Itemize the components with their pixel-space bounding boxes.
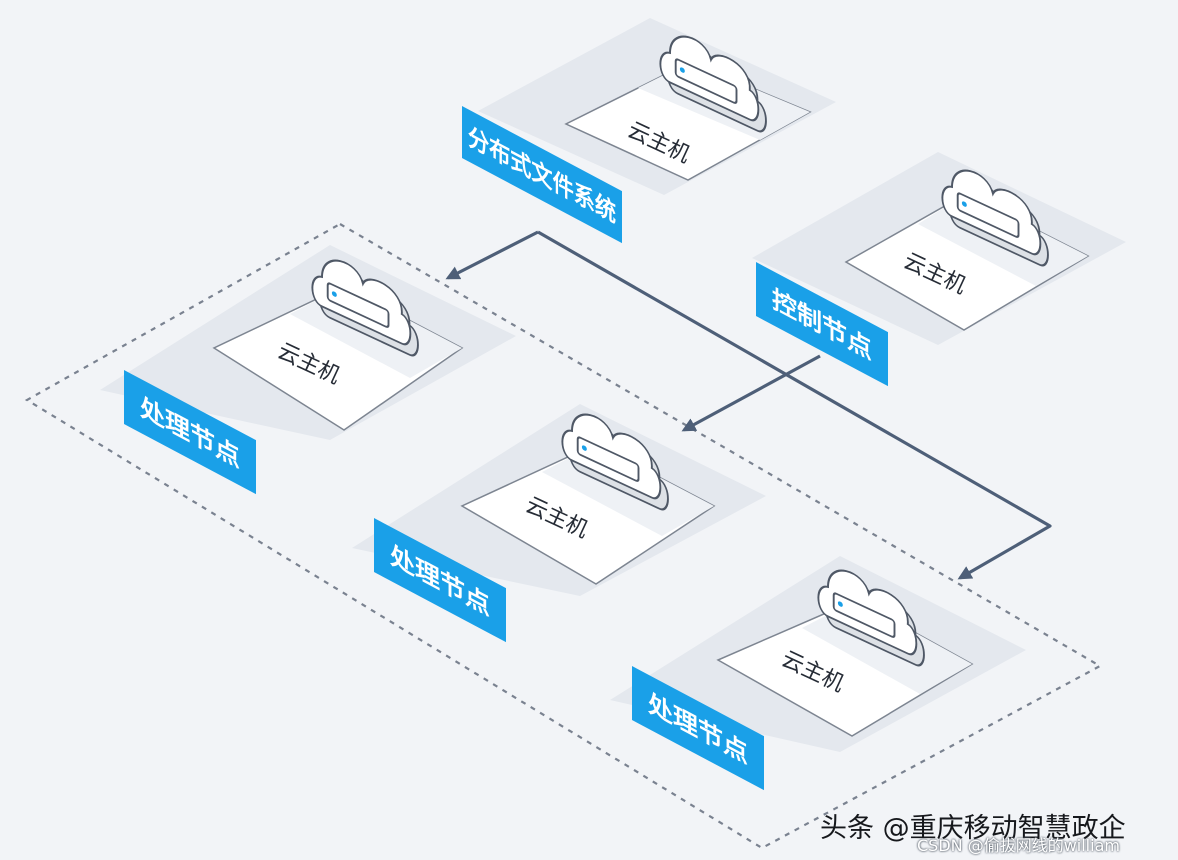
node-processing-2: 云主机 处理节点 <box>352 400 766 643</box>
processing-group-border <box>24 222 1103 850</box>
label-box <box>756 262 888 387</box>
watermark-toutiao: 头条 @重庆移动智慧政企 <box>820 813 1126 844</box>
label-box <box>124 370 256 495</box>
arrow-dfs-to-processing-3 <box>537 230 1052 580</box>
node-control: 云主机 控制节点 <box>752 152 1126 387</box>
watermark-csdn: CSDN @偷拔网线的william <box>917 836 1120 855</box>
label-box <box>374 518 506 643</box>
arrow-dfs-to-processing-1 <box>445 230 539 280</box>
label-box <box>462 106 622 244</box>
node-processing-3: 云主机 处理节点 <box>610 556 1026 791</box>
label-box <box>632 666 764 791</box>
node-dfs: 云主机 分布式文件系统 <box>462 18 836 244</box>
node-processing-1: 云主机 处理节点 <box>100 245 516 495</box>
arrow-control-to-processing-2 <box>681 354 821 432</box>
